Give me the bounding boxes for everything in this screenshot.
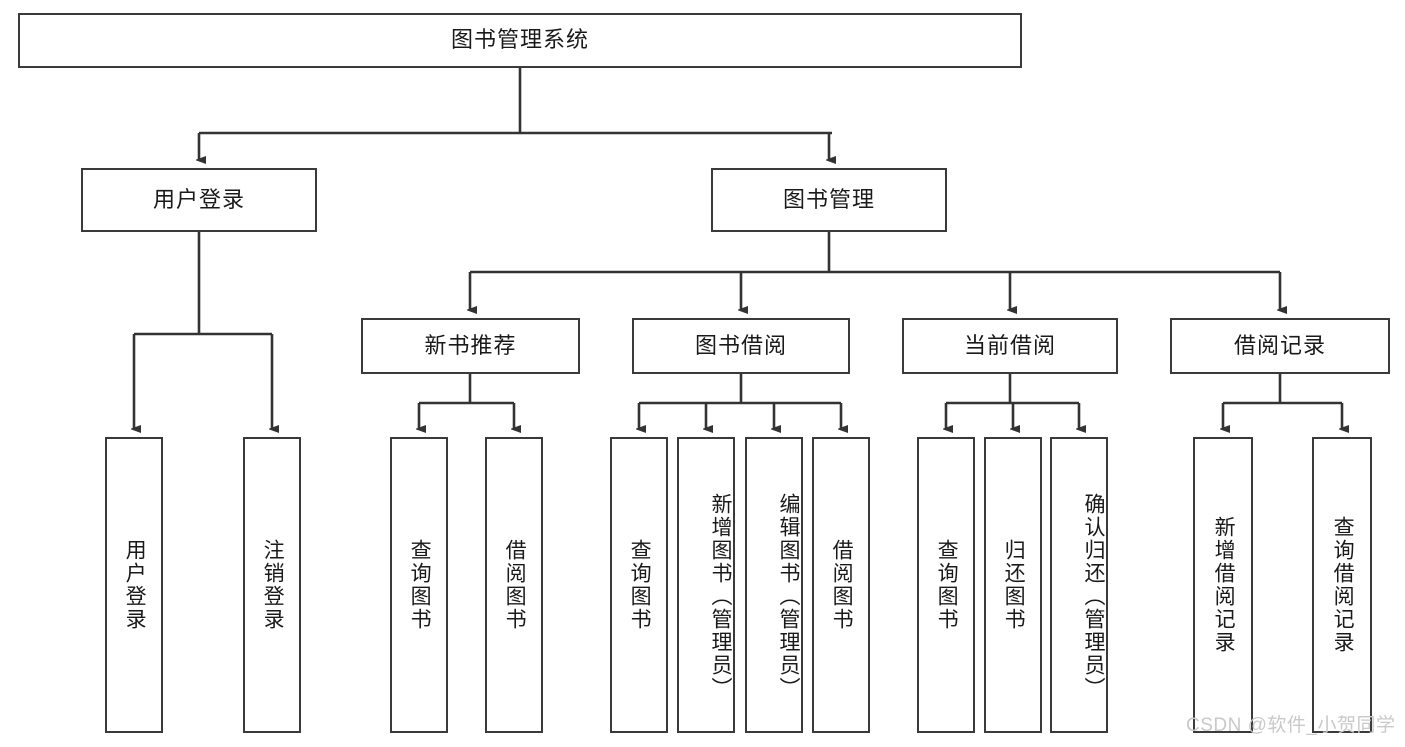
leaf-borrow-edit-book-admin-label: 编辑图书（管理员） (777, 492, 800, 700)
leaf-current-query-book-label: 查询图书 (935, 539, 959, 631)
node-user-login-label: 用户登录 (152, 186, 245, 212)
leaf-newbook-query-book-label: 查询图书 (408, 539, 432, 631)
leaf-newbook-borrow-book-label: 借阅图书 (503, 539, 527, 631)
leaf-borrow-edit-book-admin[interactable]: 编辑图书（管理员） (745, 437, 803, 733)
leaf-newbook-borrow-book[interactable]: 借阅图书 (485, 437, 543, 733)
leaf-user-logout-label: 注销登录 (261, 539, 285, 631)
leaf-newbook-query-book[interactable]: 查询图书 (390, 437, 448, 733)
leaf-borrow-add-book-admin-label: 新增图书（管理员） (709, 492, 732, 700)
leaf-user-logout[interactable]: 注销登录 (243, 437, 301, 733)
leaf-current-query-book[interactable]: 查询图书 (917, 437, 975, 733)
leaf-records-add-record-label: 新增借阅记录 (1212, 516, 1236, 654)
leaf-user-login-label: 用户登录 (123, 539, 147, 631)
node-current-borrow[interactable]: 当前借阅 (902, 318, 1118, 374)
node-book-borrow-label: 图书借阅 (694, 332, 787, 358)
leaf-current-confirm-return-admin[interactable]: 确认归还（管理员） (1050, 437, 1108, 733)
node-new-book-recommend-label: 新书推荐 (424, 332, 517, 358)
node-book-borrow[interactable]: 图书借阅 (632, 318, 850, 374)
leaf-current-return-book-label: 归还图书 (1002, 539, 1026, 631)
node-borrow-records-label: 借阅记录 (1233, 332, 1326, 358)
leaf-records-query-record-label: 查询借阅记录 (1331, 516, 1355, 654)
node-book-management[interactable]: 图书管理 (711, 168, 947, 232)
node-book-management-label: 图书管理 (782, 186, 875, 212)
node-current-borrow-label: 当前借阅 (963, 332, 1056, 358)
node-user-login[interactable]: 用户登录 (81, 168, 317, 232)
node-new-book-recommend[interactable]: 新书推荐 (361, 318, 580, 374)
csdn-watermark: CSDN @软件_小贺同学 (1186, 715, 1396, 736)
leaf-current-confirm-return-admin-label: 确认归还（管理员） (1082, 492, 1105, 700)
leaf-borrow-query-book-label: 查询图书 (628, 539, 652, 631)
leaf-records-add-record[interactable]: 新增借阅记录 (1193, 437, 1253, 733)
leaf-borrow-lend-book-label: 借阅图书 (830, 539, 854, 631)
node-borrow-records[interactable]: 借阅记录 (1170, 318, 1390, 374)
leaf-records-query-record[interactable]: 查询借阅记录 (1312, 437, 1372, 733)
leaf-borrow-lend-book[interactable]: 借阅图书 (812, 437, 870, 733)
leaf-borrow-add-book-admin[interactable]: 新增图书（管理员） (677, 437, 735, 733)
leaf-current-return-book[interactable]: 归还图书 (984, 437, 1042, 733)
node-root-label: 图书管理系统 (450, 27, 589, 53)
node-root[interactable]: 图书管理系统 (18, 13, 1022, 68)
leaf-borrow-query-book[interactable]: 查询图书 (610, 437, 668, 733)
leaf-user-login[interactable]: 用户登录 (105, 437, 163, 733)
